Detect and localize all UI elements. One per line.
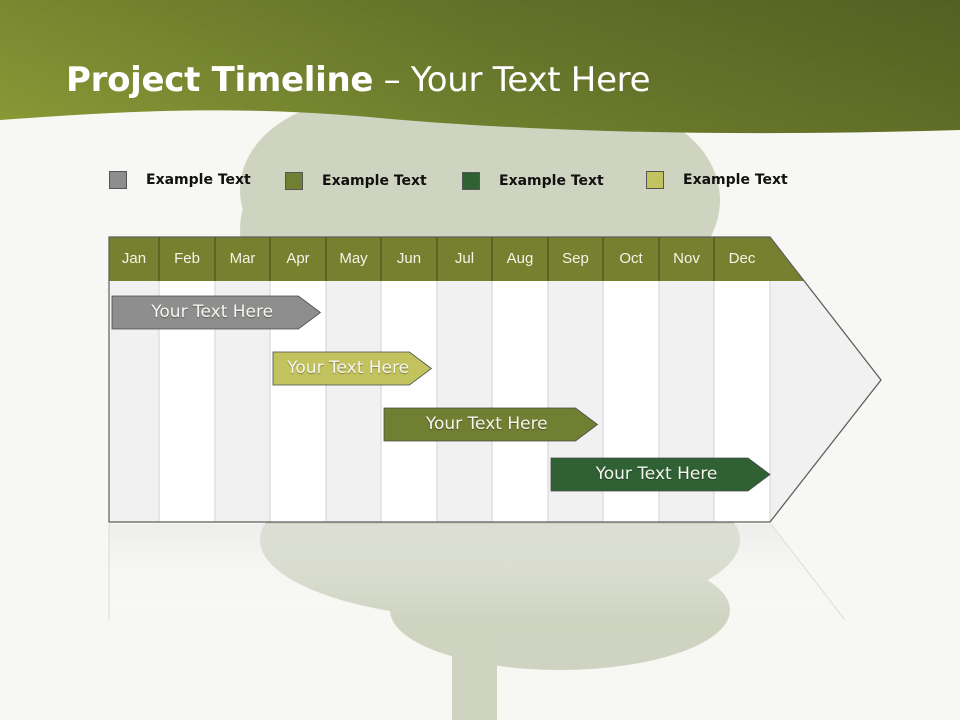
month-column: [381, 281, 437, 522]
task-bar-label: Your Text Here: [287, 358, 410, 378]
month-label-nov: Nov: [673, 250, 700, 267]
title-subtitle: – Your Text Here: [373, 60, 651, 100]
month-label-jun: Jun: [396, 250, 422, 267]
month-column: [437, 281, 492, 522]
month-label-jan: Jan: [121, 250, 147, 267]
legend-item-gray: Example Text: [109, 171, 251, 189]
task-bar-label: Your Text Here: [595, 464, 718, 484]
legend-label: Example Text: [683, 172, 788, 188]
legend-swatch: [285, 172, 303, 190]
legend-swatch: [109, 171, 127, 189]
timeline-reflection: [108, 523, 846, 621]
task-bar-4: [550, 457, 771, 492]
month-column: [492, 281, 548, 522]
task-bar-1: [111, 295, 322, 330]
legend-item-olive: Example Text: [285, 172, 427, 190]
month-label-apr: Apr: [286, 250, 310, 267]
title-bold: Project Timeline: [66, 60, 374, 100]
legend-swatch: [462, 172, 480, 190]
month-label-sep: Sep: [562, 250, 589, 267]
legend-swatch: [646, 171, 664, 189]
month-label-jul: Jul: [454, 250, 475, 267]
legend-item-dark-green: Example Text: [462, 172, 604, 190]
legend-label: Example Text: [322, 173, 427, 189]
month-label-may: May: [339, 250, 368, 267]
timeline-chart: [108, 236, 882, 523]
month-label-oct: Oct: [619, 250, 643, 267]
legend-item-light-olive: Example Text: [646, 171, 788, 189]
timeline-arrow-outline: [108, 236, 882, 523]
legend-label: Example Text: [146, 172, 251, 188]
month-label-aug: Aug: [506, 250, 534, 267]
month-label-dec: Dec: [728, 250, 756, 267]
task-bar-label: Your Text Here: [425, 414, 548, 434]
task-bar-label: Your Text Here: [151, 302, 274, 322]
month-column: [326, 281, 381, 522]
legend-label: Example Text: [499, 173, 604, 189]
month-label-feb: Feb: [174, 250, 200, 267]
month-header-row: [109, 237, 770, 281]
task-bar-2: [272, 351, 433, 386]
month-label-mar: Mar: [229, 250, 256, 267]
slide-title: Project Timeline – Your Text Here: [66, 60, 651, 100]
task-bar-3: [383, 407, 599, 442]
